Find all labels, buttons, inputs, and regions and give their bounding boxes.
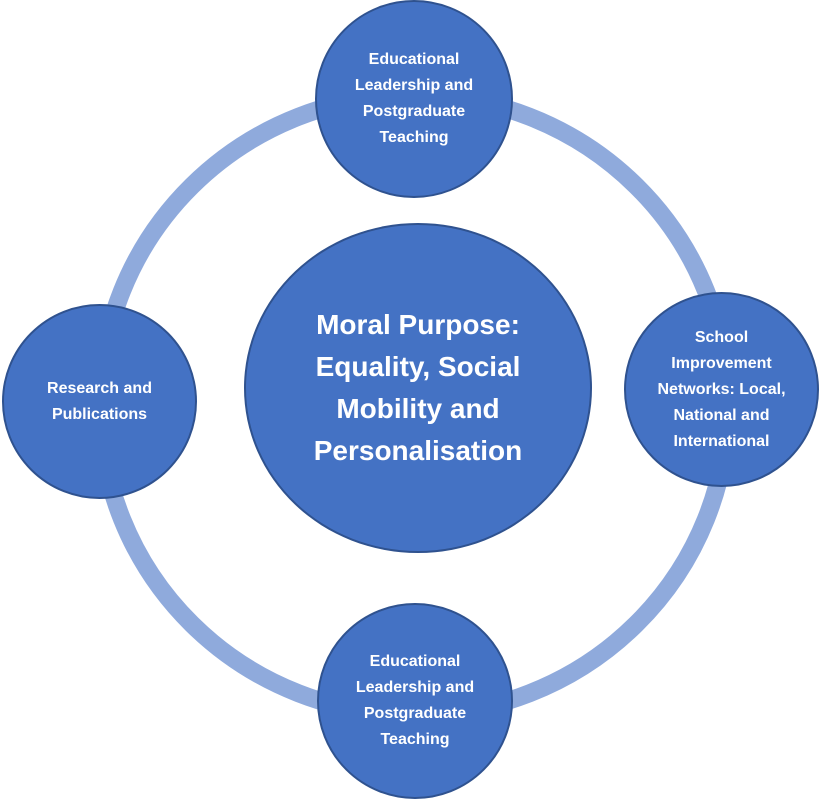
center-node: Moral Purpose: Equality, Social Mobility… bbox=[244, 223, 592, 553]
right-node-label: School Improvement Networks: Local, Nati… bbox=[657, 328, 786, 450]
center-node-label: Moral Purpose: Equality, Social Mobility… bbox=[313, 309, 523, 466]
top-node-label: Educational Leadership and Postgraduate … bbox=[354, 51, 474, 146]
bottom-node: Educational Leadership and Postgraduate … bbox=[317, 603, 513, 799]
top-node: Educational Leadership and Postgraduate … bbox=[315, 0, 513, 198]
bottom-node-label: Educational Leadership and Postgraduate … bbox=[355, 653, 475, 748]
left-node-label: Research and Publications bbox=[47, 379, 152, 423]
right-node: School Improvement Networks: Local, Nati… bbox=[624, 292, 819, 487]
left-node: Research and Publications bbox=[2, 304, 197, 499]
